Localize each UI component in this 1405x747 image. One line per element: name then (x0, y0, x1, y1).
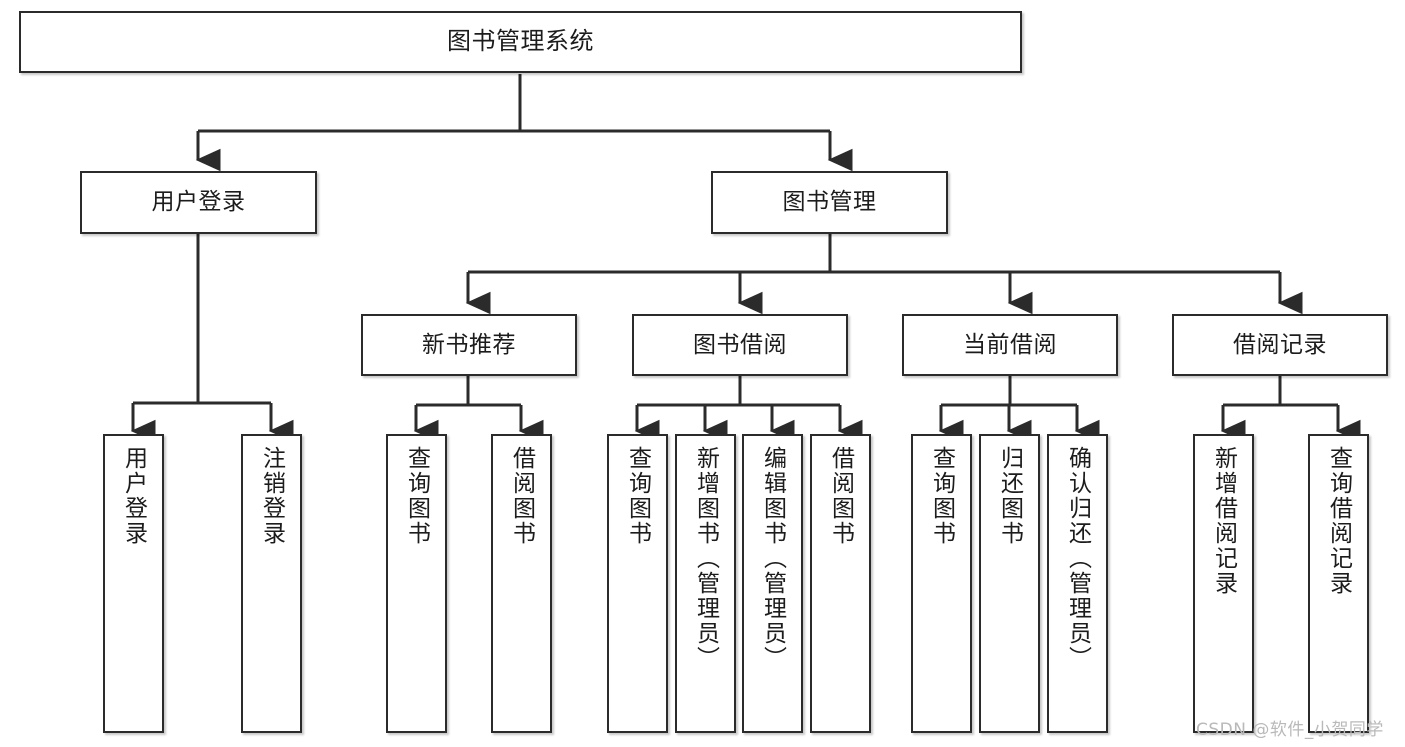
node-label: 编辑图书（管理员） (759, 446, 786, 671)
leaf-return-book[interactable]: 归还图书 (979, 434, 1040, 733)
node-label: 图书管理 (782, 189, 877, 216)
node-label: 用户登录 (120, 446, 147, 546)
node-label: 查询图书 (928, 446, 955, 546)
node-label: 图书借阅 (693, 331, 787, 358)
leaf-borrow-book[interactable]: 借阅图书 (810, 434, 871, 733)
node-book-borrow[interactable]: 图书借阅 (632, 314, 848, 376)
node-label: 查询借阅记录 (1325, 446, 1352, 596)
node-label: 查询图书 (403, 446, 430, 546)
node-label: 借阅图书 (508, 446, 535, 546)
leaf-query-book-borrow[interactable]: 查询图书 (607, 434, 668, 733)
leaf-user-logout[interactable]: 注销登录 (241, 434, 302, 733)
node-label: 借阅记录 (1233, 331, 1327, 358)
node-borrow-record[interactable]: 借阅记录 (1172, 314, 1388, 376)
node-label: 归还图书 (996, 446, 1023, 546)
leaf-query-book-recommend[interactable]: 查询图书 (386, 434, 447, 733)
node-new-book-recommend[interactable]: 新书推荐 (361, 314, 577, 376)
leaf-user-login[interactable]: 用户登录 (103, 434, 164, 733)
node-root-book-management-system[interactable]: 图书管理系统 (19, 11, 1022, 73)
node-book-management[interactable]: 图书管理 (711, 171, 948, 234)
node-label: 新书推荐 (422, 331, 516, 358)
node-current-borrow[interactable]: 当前借阅 (902, 314, 1118, 376)
node-label: 用户登录 (151, 189, 246, 216)
leaf-add-borrow-record[interactable]: 新增借阅记录 (1193, 434, 1254, 733)
node-label: 借阅图书 (827, 446, 854, 546)
node-label: 查询图书 (624, 446, 651, 546)
leaf-borrow-book-recommend[interactable]: 借阅图书 (491, 434, 552, 733)
leaf-query-book-current[interactable]: 查询图书 (911, 434, 972, 733)
leaf-edit-book-admin[interactable]: 编辑图书（管理员） (742, 434, 803, 733)
node-label: 图书管理系统 (447, 27, 594, 56)
node-label: 新增借阅记录 (1210, 446, 1237, 596)
node-label: 确认归还（管理员） (1064, 446, 1091, 671)
node-label: 新增图书（管理员） (692, 446, 719, 671)
node-user-login[interactable]: 用户登录 (80, 171, 317, 234)
csdn-watermark: CSDN @软件_小贺同学 (1196, 720, 1384, 740)
node-label: 注销登录 (258, 446, 285, 546)
leaf-confirm-return-admin[interactable]: 确认归还（管理员） (1047, 434, 1108, 733)
node-label: 当前借阅 (963, 331, 1057, 358)
leaf-query-borrow-record[interactable]: 查询借阅记录 (1308, 434, 1369, 733)
leaf-add-book-admin[interactable]: 新增图书（管理员） (675, 434, 736, 733)
